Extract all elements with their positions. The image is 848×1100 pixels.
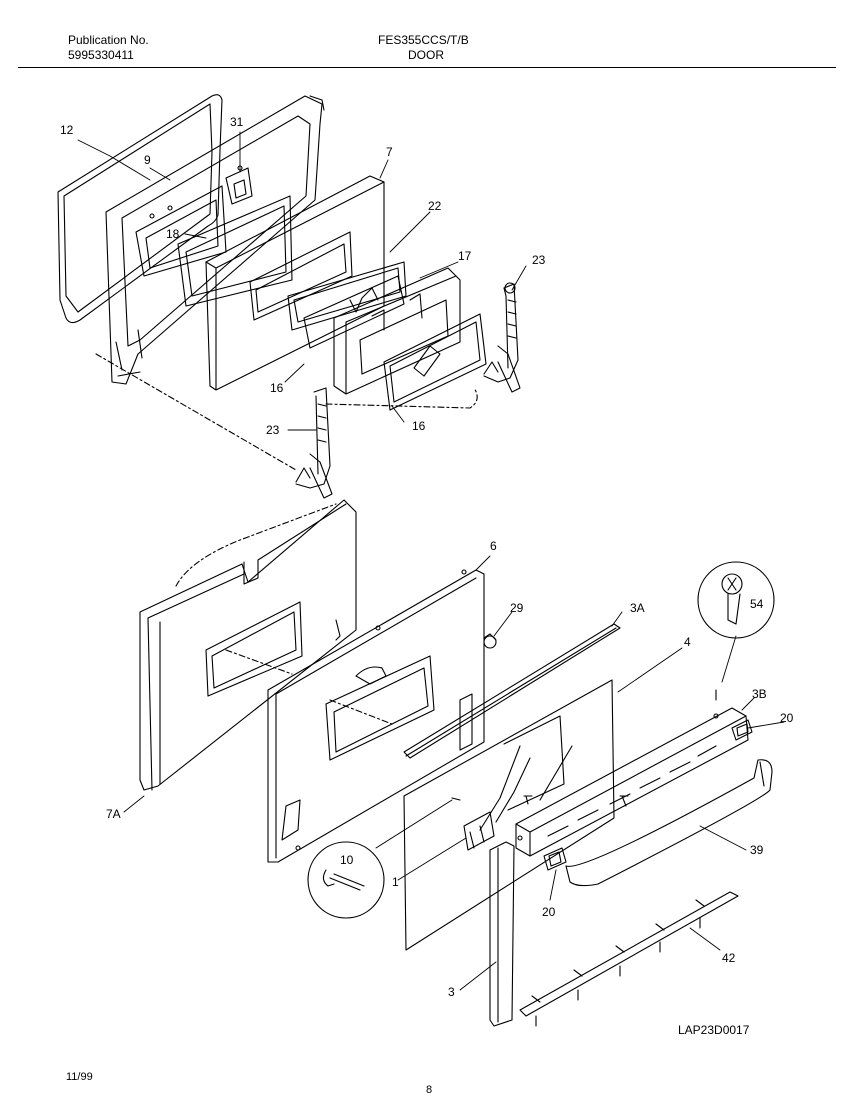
callout-23-upper: 23 xyxy=(532,253,546,267)
part-12-gasket xyxy=(57,94,223,324)
callout-labels: 12 9 31 7 18 22 17 23 16 16 23 6 29 3A 5… xyxy=(60,115,794,1037)
part-23-hinge-left xyxy=(295,387,333,499)
part-20-clip-right xyxy=(731,719,753,741)
footer-date: 11/99 xyxy=(66,1071,93,1083)
screw-icons xyxy=(451,689,717,807)
callout-23-lower: 23 xyxy=(266,423,280,437)
callout-4: 4 xyxy=(684,635,691,649)
callout-16-right: 16 xyxy=(412,419,426,433)
part-42-kick-rail xyxy=(519,891,739,1027)
callout-42: 42 xyxy=(722,951,736,965)
part-20-clip-left xyxy=(543,847,567,871)
connector-lines-upper xyxy=(95,353,478,471)
part-29-bumper xyxy=(483,633,497,649)
callout-31: 31 xyxy=(230,115,244,129)
part-6-inner-panel xyxy=(267,569,485,863)
callout-18: 18 xyxy=(166,227,180,241)
page-number: 8 xyxy=(426,1084,433,1096)
callout-1: 1 xyxy=(392,875,399,889)
publication-label: Publication No. xyxy=(68,33,149,47)
part-16-glass-lower xyxy=(383,313,487,411)
callout-16-left: 16 xyxy=(270,381,284,395)
part-31-bracket xyxy=(225,167,253,205)
callout-6: 6 xyxy=(490,539,497,553)
leader-lines xyxy=(77,131,785,991)
part-3A-trim-strip xyxy=(403,623,621,759)
part-4-outer-glass xyxy=(403,679,615,951)
diagram-code: LAP23D0017 xyxy=(678,1023,750,1037)
callout-54: 54 xyxy=(750,597,764,611)
part-10-screw-detail xyxy=(307,841,385,919)
callout-20-lower: 20 xyxy=(542,905,556,919)
callout-9: 9 xyxy=(144,153,151,167)
part-16-glass-upper xyxy=(303,275,405,349)
part-3B-control-panel xyxy=(515,707,749,857)
part-3-side-trim xyxy=(489,841,515,1027)
part-9-inner-liner xyxy=(105,95,325,385)
callout-29: 29 xyxy=(510,601,524,615)
connector-lines-lower xyxy=(175,503,393,725)
callout-17: 17 xyxy=(458,249,472,263)
part-54-screw-detail xyxy=(697,561,775,639)
part-7A-outer-panel xyxy=(139,499,357,791)
callout-7A: 7A xyxy=(106,807,121,821)
callout-39: 39 xyxy=(750,843,764,857)
publication-number: 5995330411 xyxy=(68,48,134,62)
callout-3B: 3B xyxy=(752,687,767,701)
part-7-door-frame xyxy=(205,175,385,391)
callout-20-right: 20 xyxy=(780,711,794,725)
part-17-insulation-pack xyxy=(333,267,461,395)
model-number: FES355CCS/T/B xyxy=(378,33,469,47)
part-39-handle xyxy=(565,759,773,887)
callout-7: 7 xyxy=(386,145,393,159)
header-rule xyxy=(18,67,836,68)
callout-3A: 3A xyxy=(630,601,645,615)
callout-12: 12 xyxy=(60,123,74,137)
part-23-hinge-right xyxy=(483,282,521,393)
part-1-hinge-receptacle xyxy=(463,811,495,851)
callout-10: 10 xyxy=(340,853,354,867)
section-title: DOOR xyxy=(408,48,444,62)
callout-3: 3 xyxy=(448,985,455,999)
callout-22: 22 xyxy=(428,199,442,213)
part-22-glass xyxy=(287,261,407,331)
